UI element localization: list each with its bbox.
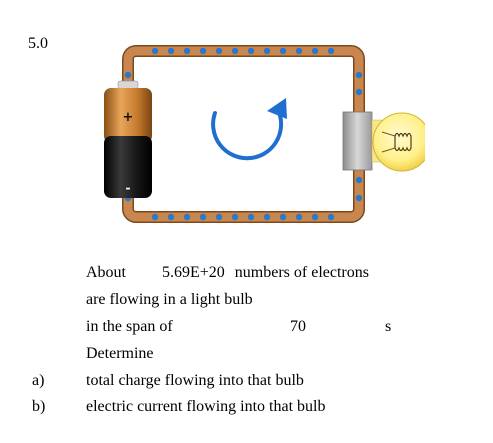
electron-dot xyxy=(327,213,335,221)
electron-dot xyxy=(247,47,255,55)
statement-line-1: About 5.69E+20 numbers of electrons xyxy=(86,264,369,282)
question-b-text: electric current flowing into that bulb xyxy=(86,398,326,415)
electron-dot xyxy=(311,213,319,221)
electron-dot xyxy=(215,47,223,55)
battery-plus-symbol: + xyxy=(123,110,134,125)
electron-dot xyxy=(215,213,223,221)
line1-suffix: numbers of electrons xyxy=(234,264,369,281)
electron-dot xyxy=(167,47,175,55)
electron-dot xyxy=(151,213,159,221)
battery-minus-symbol: - xyxy=(126,181,131,195)
question-b-label: b) xyxy=(32,398,46,415)
electron-dot xyxy=(263,213,271,221)
light-bulb xyxy=(342,111,425,172)
electron-dot xyxy=(311,47,319,55)
electron-dot xyxy=(151,47,159,55)
electron-count: 5.69E+20 xyxy=(162,264,225,281)
electron-dot xyxy=(327,47,335,55)
statement-line-4: Determine xyxy=(86,345,154,362)
electron-dot xyxy=(263,47,271,55)
wire-loop xyxy=(122,45,365,223)
question-a-label: a) xyxy=(32,372,45,389)
time-value: 70 xyxy=(290,318,306,335)
circuit-figure: + - xyxy=(104,45,425,223)
circular-arrow-icon xyxy=(211,98,287,161)
line1-prefix: About xyxy=(86,264,126,281)
electron-dot xyxy=(279,213,287,221)
electron-dot xyxy=(124,71,132,79)
electron-dot xyxy=(355,176,363,184)
problem-number: 5.0 xyxy=(28,35,48,52)
electron-dot xyxy=(355,88,363,96)
electron-dot xyxy=(355,194,363,202)
electron-dot xyxy=(231,47,239,55)
electron-dot xyxy=(355,71,363,79)
electron-dot xyxy=(231,213,239,221)
statement-line-2: are flowing in a light bulb xyxy=(86,291,253,308)
electron-dot xyxy=(295,213,303,221)
electron-dot xyxy=(247,213,255,221)
electron-dot xyxy=(199,47,207,55)
electron-dots xyxy=(124,47,363,221)
electron-dot xyxy=(295,47,303,55)
electron-dot xyxy=(199,213,207,221)
electron-dot xyxy=(183,47,191,55)
statement-line-3-prefix: in the span of xyxy=(86,318,173,335)
electron-dot xyxy=(183,213,191,221)
electron-dot xyxy=(167,213,175,221)
question-a-text: total charge flowing into that bulb xyxy=(86,372,304,389)
electron-dot xyxy=(279,47,287,55)
time-unit: s xyxy=(385,318,392,335)
battery: + - xyxy=(104,80,152,198)
